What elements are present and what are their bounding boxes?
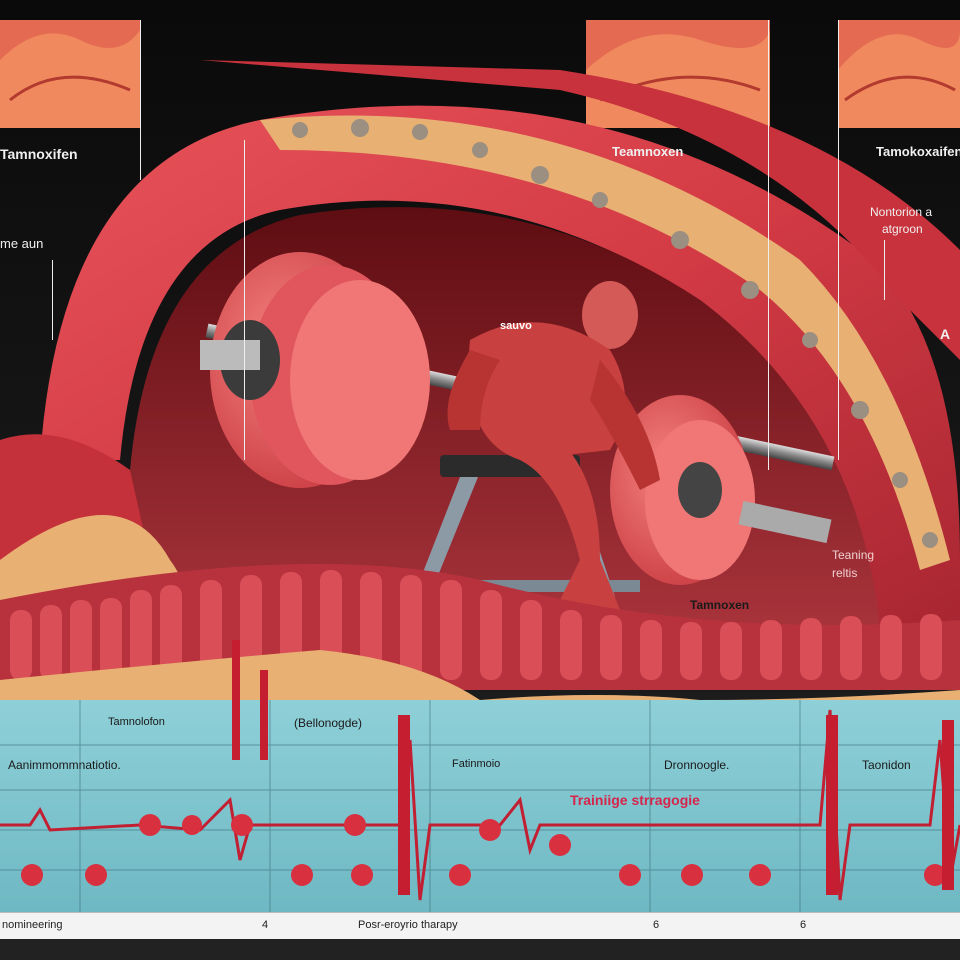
label-right-mid-3: A — [940, 326, 951, 342]
chart-panel — [0, 640, 960, 912]
footer-bar: nomineering 4 Posr-eroyrio tharapy 6 6 — [0, 912, 960, 939]
label-right-mid-1: Nontorion a — [870, 205, 933, 219]
callout-line — [140, 20, 141, 180]
callout-line — [768, 20, 769, 470]
label-row2-b: Fatinmoio — [452, 758, 501, 770]
footer-tick-4: 4 — [262, 919, 269, 931]
label-row2-c: Dronnoogle. — [664, 758, 730, 772]
footer-tick-6a: 6 — [653, 919, 660, 931]
footer-center: Posr-eroyrio tharapy — [358, 919, 458, 931]
callout-line — [884, 240, 885, 300]
thumbnail-left — [0, 20, 140, 128]
label-teaming-1: Teaning — [832, 548, 875, 562]
label-torso: sauvo — [500, 320, 532, 332]
callout-line — [244, 140, 245, 460]
footer-tick-6b: 6 — [800, 919, 807, 931]
label-center-right: Tamnoxen — [690, 598, 750, 612]
label-row2-d: Taonidon — [862, 758, 911, 772]
label-right-mid-2: atgroon — [882, 222, 923, 236]
chart-title: Trainiige strragogie — [570, 792, 700, 808]
label-row1-a: Tamnolofon — [108, 716, 165, 728]
label-row1-b: (Bellonogde) — [294, 716, 363, 730]
label-top-center: Teamnoxen — [612, 144, 684, 159]
callout-line — [838, 20, 839, 460]
callout-line — [52, 260, 53, 340]
label-row2-a: Aanimmommnatiotio. — [8, 758, 121, 772]
footer-left: nomineering — [2, 919, 63, 931]
label-top-right: Tamokoxaifen — [876, 144, 960, 159]
label-top-left: Tamnoxifen — [0, 146, 78, 162]
label-teaming-2: reltis — [832, 566, 858, 580]
label-left-mid: me aun — [0, 236, 44, 251]
thumbnail-right — [838, 20, 960, 128]
muscle-arch — [40, 60, 960, 641]
muscle-figure — [447, 281, 660, 610]
